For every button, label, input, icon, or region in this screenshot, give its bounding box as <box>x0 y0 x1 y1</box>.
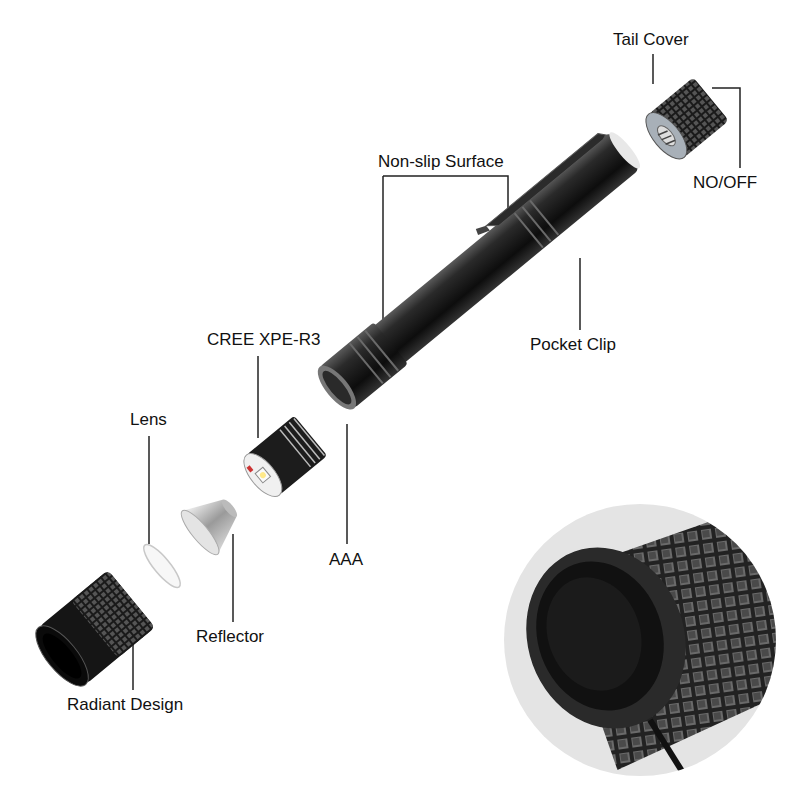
led-module <box>237 416 327 503</box>
part-label: Non-slip Surface <box>378 152 504 172</box>
switch-closeup <box>501 504 800 800</box>
part-label: Pocket Clip <box>530 335 616 355</box>
lens <box>139 540 186 592</box>
tail-cover <box>639 77 729 165</box>
reflector <box>176 484 250 559</box>
part-label: CREE XPE-R3 <box>207 330 320 350</box>
part-label: Radiant Design <box>67 695 183 715</box>
part-label: Tail Cover <box>613 30 689 50</box>
flashlight-body <box>307 120 647 415</box>
part-label: Lens <box>130 410 167 430</box>
part-label: AAA <box>329 550 363 570</box>
head-cap <box>27 570 155 694</box>
part-label: NO/OFF <box>693 173 757 193</box>
part-label: Reflector <box>196 627 264 647</box>
